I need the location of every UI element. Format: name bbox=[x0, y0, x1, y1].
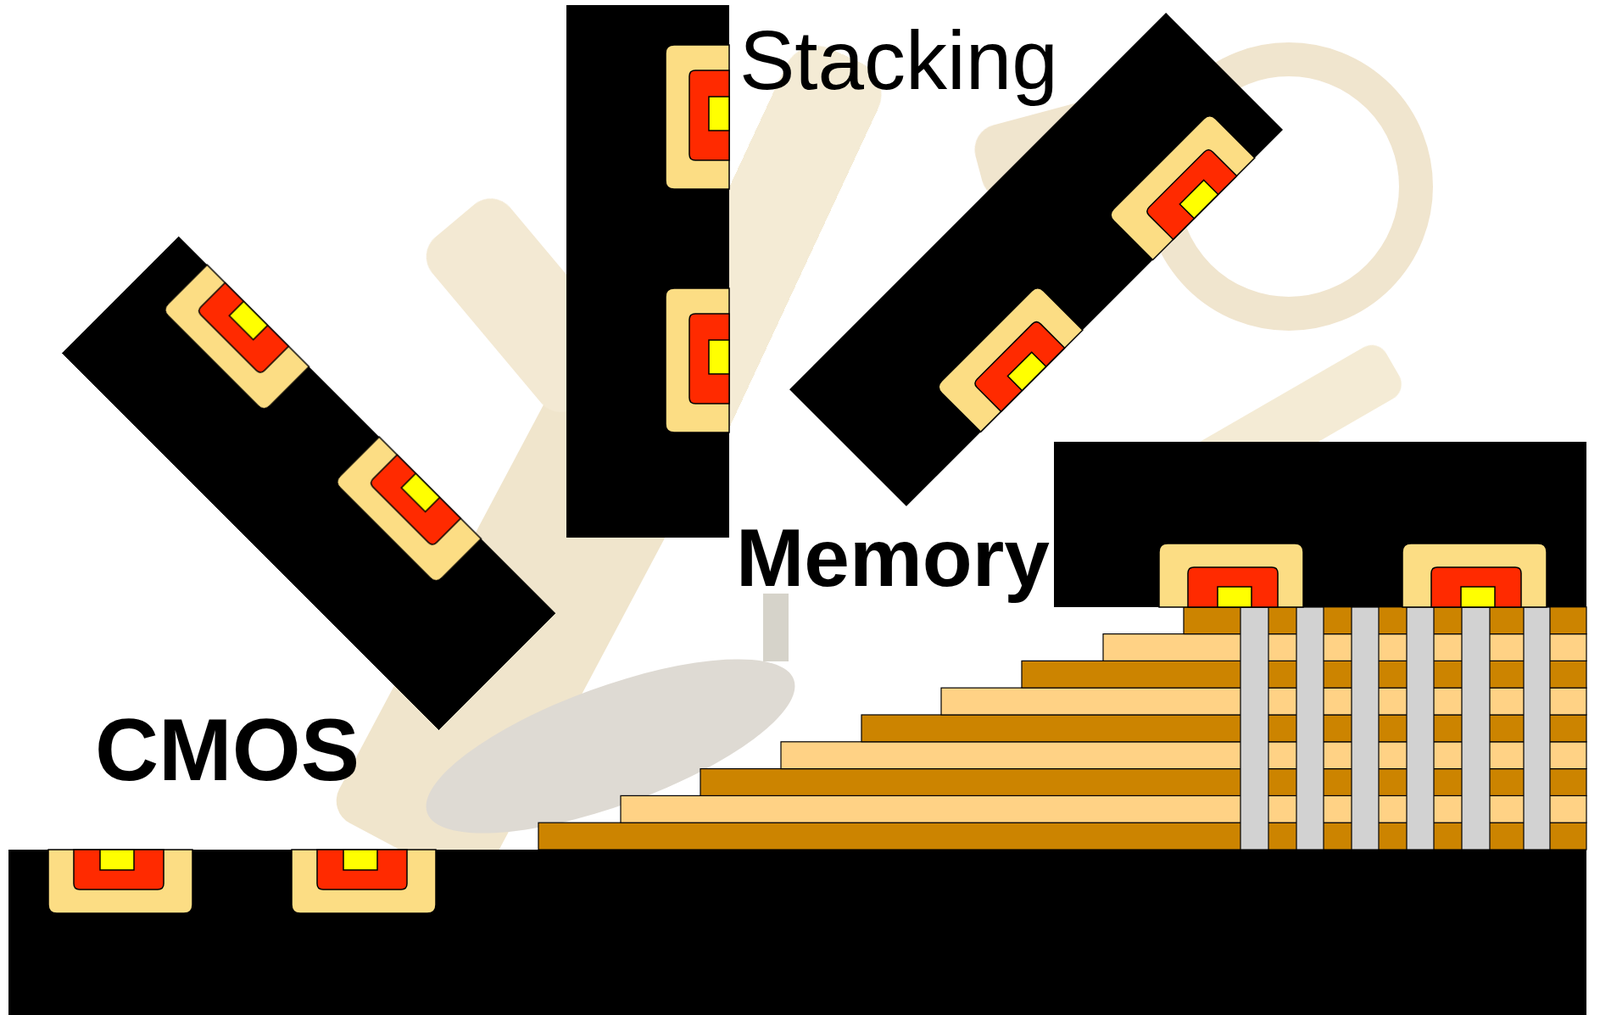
vertical-channel bbox=[1240, 607, 1550, 850]
memory-layer-stack bbox=[538, 607, 1587, 850]
label-text: CMOS bbox=[94, 705, 360, 794]
stacked-chip bbox=[61, 236, 556, 731]
memory-chip bbox=[1053, 441, 1587, 608]
label-text: Memory bbox=[735, 517, 1050, 599]
label-text: Stacking bbox=[739, 18, 1059, 102]
cmos-substrate bbox=[8, 849, 1587, 1015]
stacked-chip bbox=[566, 5, 730, 538]
